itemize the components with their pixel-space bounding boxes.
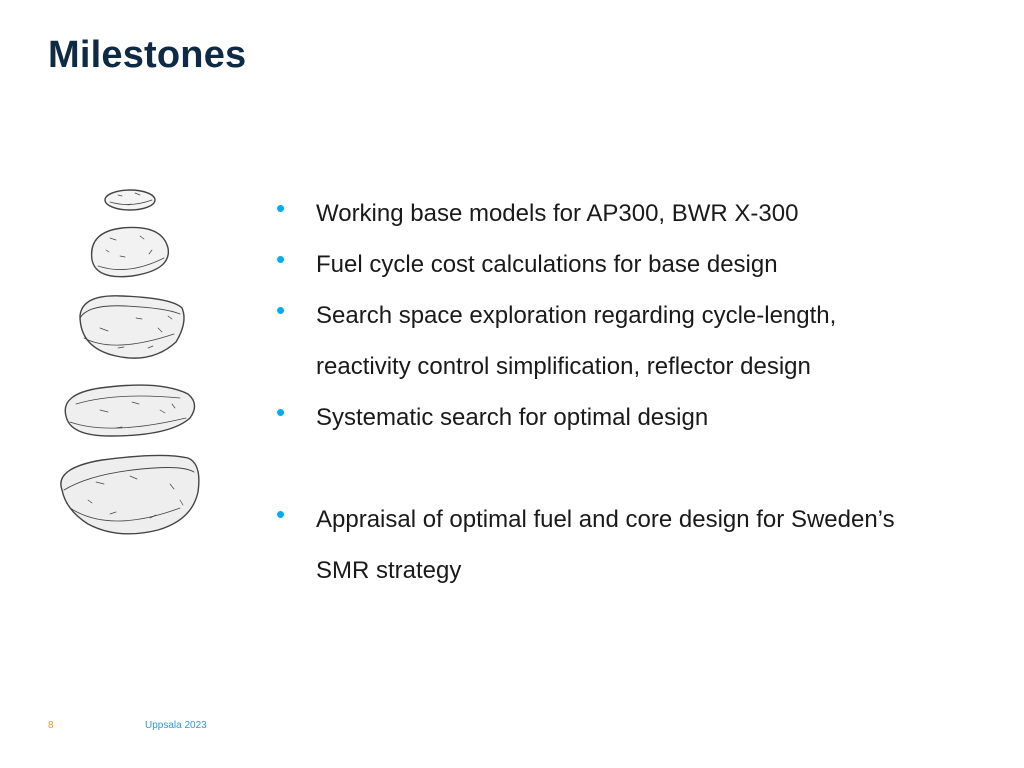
slide-title: Milestones xyxy=(48,34,247,76)
bullet-icon: • xyxy=(276,397,286,427)
list-item: • Fuel cycle cost calculations for base … xyxy=(276,239,916,290)
footer-text: Uppsala 2023 xyxy=(145,720,207,731)
milestone-list: • Working base models for AP300, BWR X-3… xyxy=(276,188,916,596)
list-item: • Systematic search for optimal design xyxy=(276,392,916,443)
list-item: • Appraisal of optimal fuel and core des… xyxy=(276,494,916,596)
list-item-text: Search space exploration regarding cycle… xyxy=(316,302,837,380)
stacked-pebbles-icon xyxy=(60,189,200,535)
pebble-4 xyxy=(64,384,196,437)
pebble-1 xyxy=(104,189,156,211)
list-item-text: Working base models for AP300, BWR X-300 xyxy=(316,200,799,227)
bullet-icon: • xyxy=(276,499,286,529)
bullet-icon: • xyxy=(276,193,286,223)
pebble-2 xyxy=(90,226,170,278)
bullet-icon: • xyxy=(276,244,286,274)
list-item-text: Systematic search for optimal design xyxy=(316,404,709,431)
list-item-text: Fuel cycle cost calculations for base de… xyxy=(316,251,778,278)
list-item: • Search space exploration regarding cyc… xyxy=(276,290,916,392)
pebble-5 xyxy=(60,454,200,535)
pebble-3 xyxy=(79,295,185,359)
bullet-icon: • xyxy=(276,295,286,325)
list-item-text: Appraisal of optimal fuel and core desig… xyxy=(316,506,895,584)
page-number: 8 xyxy=(48,720,54,731)
list-item: • Working base models for AP300, BWR X-3… xyxy=(276,188,916,239)
